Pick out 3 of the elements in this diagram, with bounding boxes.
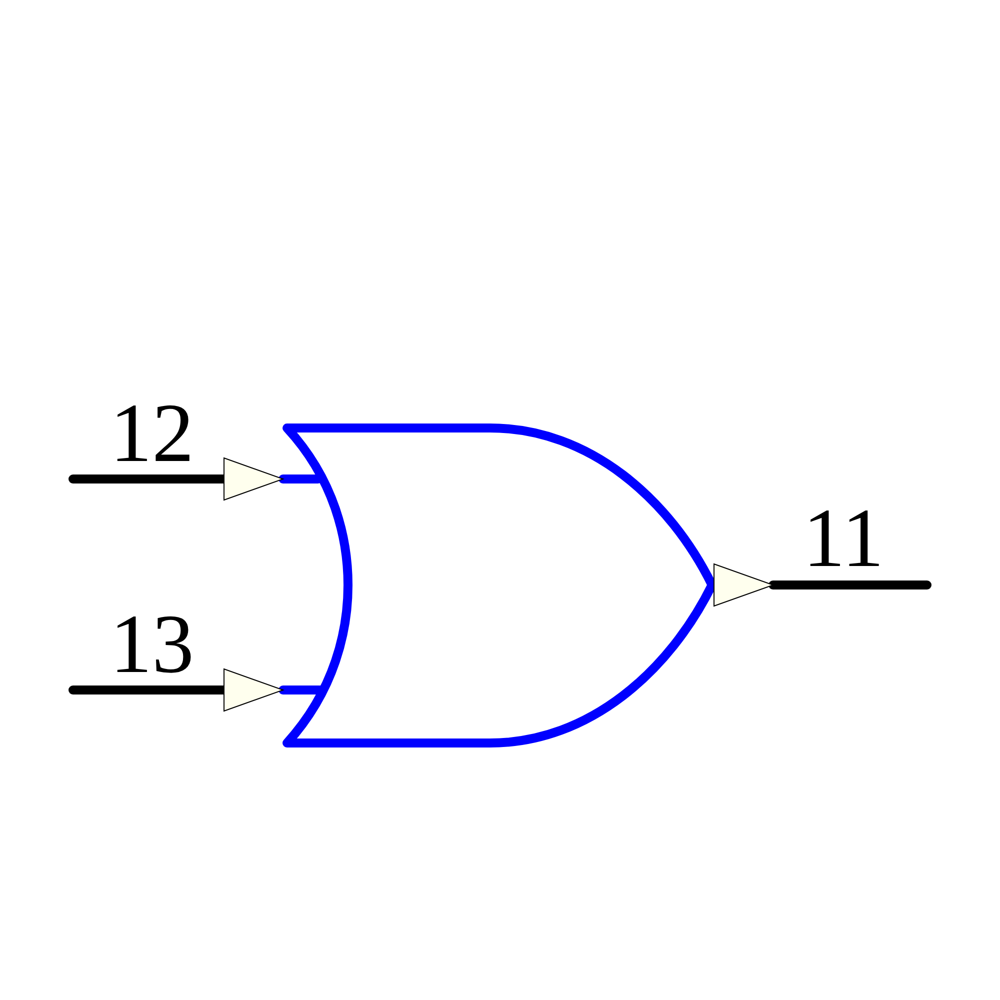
- pin-number: 12: [110, 392, 194, 476]
- pin-number: 11: [803, 497, 884, 581]
- pin-number: 13: [110, 603, 194, 687]
